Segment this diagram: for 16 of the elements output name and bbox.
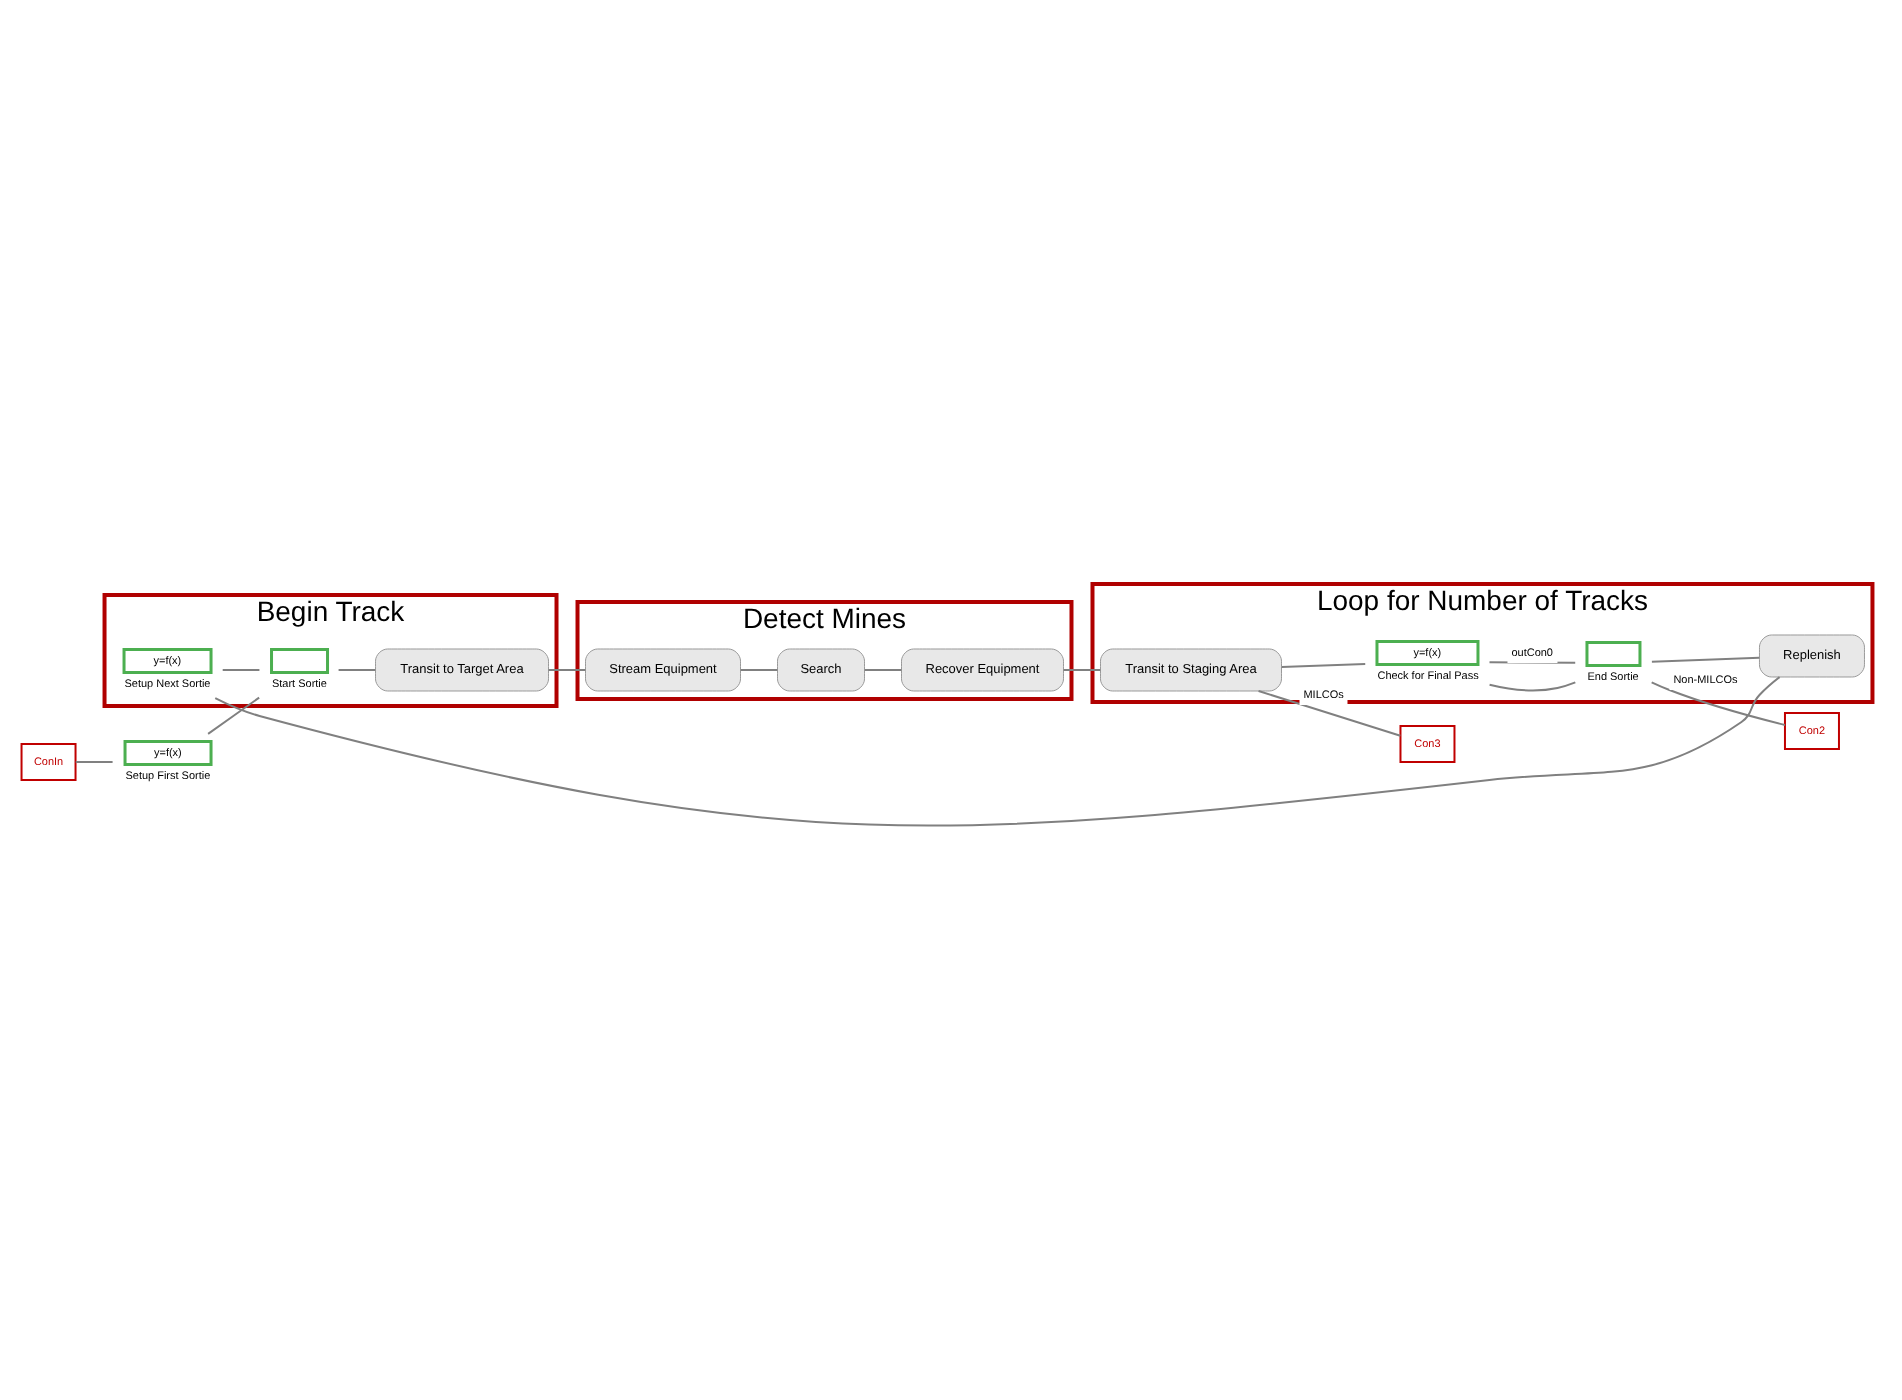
connector <box>1650 655 1761 662</box>
connector <box>547 668 587 670</box>
connector <box>1650 680 1786 725</box>
connector <box>1062 668 1102 670</box>
node-box <box>270 647 329 673</box>
connector <box>221 668 261 670</box>
connector <box>1280 662 1367 667</box>
connector <box>739 668 779 670</box>
connector <box>1488 660 1577 663</box>
node-box <box>1585 640 1642 666</box>
connector <box>207 695 261 734</box>
connector <box>337 668 377 670</box>
connector <box>74 760 114 762</box>
connector <box>1488 680 1577 691</box>
connector <box>863 668 903 670</box>
connector <box>1257 689 1402 736</box>
